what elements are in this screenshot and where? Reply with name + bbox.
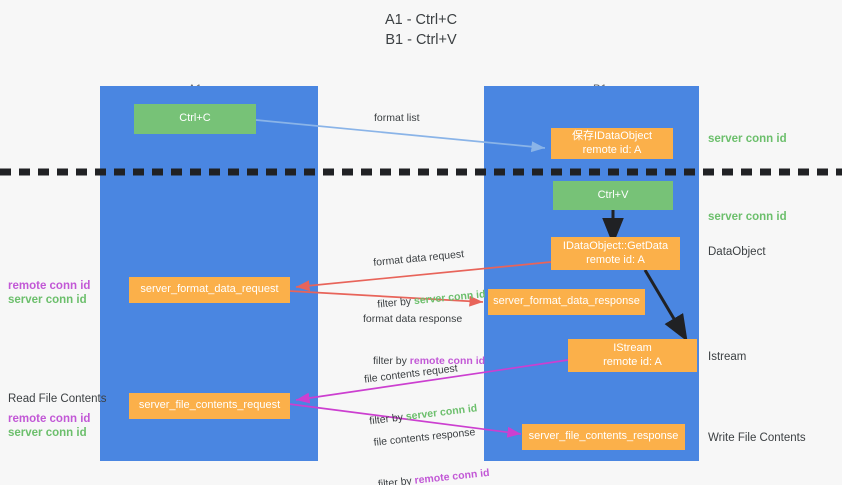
left-label-server-conn-id-1: server conn id bbox=[8, 294, 87, 306]
right-label-server-conn-id-2: server conn id bbox=[708, 211, 787, 223]
box-ctrl-c[interactable]: Ctrl+C bbox=[134, 104, 256, 134]
box-idataobject-getdata[interactable]: IDataObject::GetData remote id: A bbox=[551, 237, 680, 270]
box-server-file-contents-request[interactable]: server_file_contents_request bbox=[129, 393, 290, 419]
edge-label-format-data-response-text: format data response bbox=[363, 313, 463, 325]
edge-label-file-contents-response: file contents response filter by remote … bbox=[370, 396, 493, 485]
box-istream[interactable]: IStream remote id: A bbox=[568, 339, 697, 372]
edge-label-format-list: format list bbox=[374, 112, 420, 124]
box-save-idataobject[interactable]: 保存IDataObject remote id: A bbox=[551, 128, 673, 159]
box-server-format-data-response[interactable]: server_format_data_response bbox=[488, 289, 645, 315]
box-server-file-contents-response[interactable]: server_file_contents_response bbox=[522, 424, 685, 450]
edge-label-file-contents-response-text: file contents response bbox=[373, 426, 476, 449]
left-label-remote-conn-id-2: remote conn id bbox=[8, 413, 91, 425]
right-label-server-conn-id-1: server conn id bbox=[708, 133, 787, 145]
edge-label-file-contents-request-text: file contents request bbox=[363, 362, 459, 386]
edge-label-format-data-request-text: format data request bbox=[372, 248, 465, 269]
right-label-istream: Istream bbox=[708, 351, 747, 363]
page-title: A1 - Ctrl+C B1 - Ctrl+V bbox=[384, 12, 458, 48]
left-label-remote-conn-id-1: remote conn id bbox=[8, 280, 91, 292]
left-label-read-file-contents: Read File Contents bbox=[8, 393, 107, 405]
box-ctrl-v[interactable]: Ctrl+V bbox=[553, 181, 673, 210]
box-server-format-data-request[interactable]: server_format_data_request bbox=[129, 277, 290, 303]
left-label-server-conn-id-2: server conn id bbox=[8, 427, 87, 439]
right-label-write-file-contents: Write File Contents bbox=[708, 432, 806, 444]
edge-label-file-contents-response-filter: filter by remote conn id bbox=[377, 466, 491, 485]
right-label-dataobject: DataObject bbox=[708, 246, 766, 258]
edge-label-format-data-response-filter: filter by remote conn id bbox=[373, 355, 486, 367]
edge-label-format-data-response: format data response filter by remote co… bbox=[363, 284, 485, 396]
